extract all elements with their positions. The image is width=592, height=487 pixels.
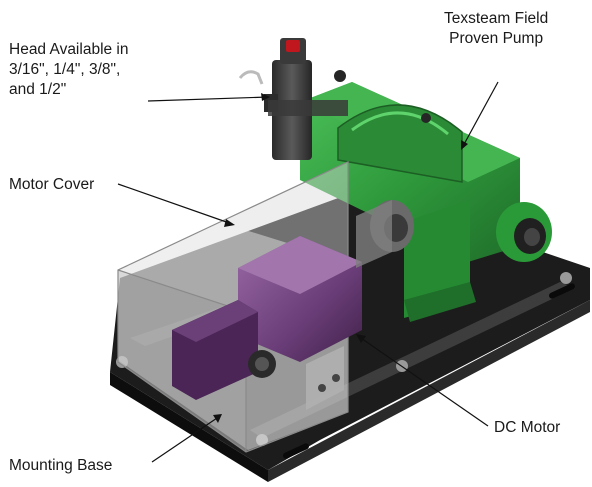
base-leader-arrow bbox=[213, 414, 222, 423]
mounting-base-label: Mounting Base bbox=[9, 457, 113, 474]
head-leader-arrow bbox=[261, 93, 270, 101]
head-label-line-1: Head Available in bbox=[9, 41, 129, 58]
head-label-line-3: and 1/2" bbox=[9, 81, 67, 98]
pump-head bbox=[238, 38, 348, 160]
pump-label-line-2: Proven Pump bbox=[449, 30, 544, 47]
pump-label-line-1: Texsteam Field bbox=[444, 10, 549, 27]
head-leader-line bbox=[147, 96, 269, 102]
motor-cover-label: Motor Cover bbox=[9, 176, 95, 193]
dc-motor-label: DC Motor bbox=[494, 419, 561, 436]
motor-leader-line bbox=[357, 335, 489, 427]
dc-motor-body bbox=[172, 200, 414, 410]
cover-leader-line bbox=[117, 183, 233, 225]
leader-lines bbox=[117, 81, 499, 463]
pump-label: Texsteam Field Proven Pump bbox=[444, 9, 548, 49]
pump-leader-line bbox=[461, 81, 499, 149]
head-label-line-2: 3/16", 1/4", 3/8", bbox=[9, 61, 121, 78]
head-available-label: Head Available in 3/16", 1/4", 3/8", and… bbox=[9, 40, 129, 100]
pump-body bbox=[300, 70, 552, 322]
pump-leader-arrow bbox=[461, 140, 468, 150]
motor-leader-arrow bbox=[356, 334, 366, 343]
base-leader-line bbox=[151, 415, 221, 463]
cover-leader-arrow bbox=[224, 219, 235, 227]
